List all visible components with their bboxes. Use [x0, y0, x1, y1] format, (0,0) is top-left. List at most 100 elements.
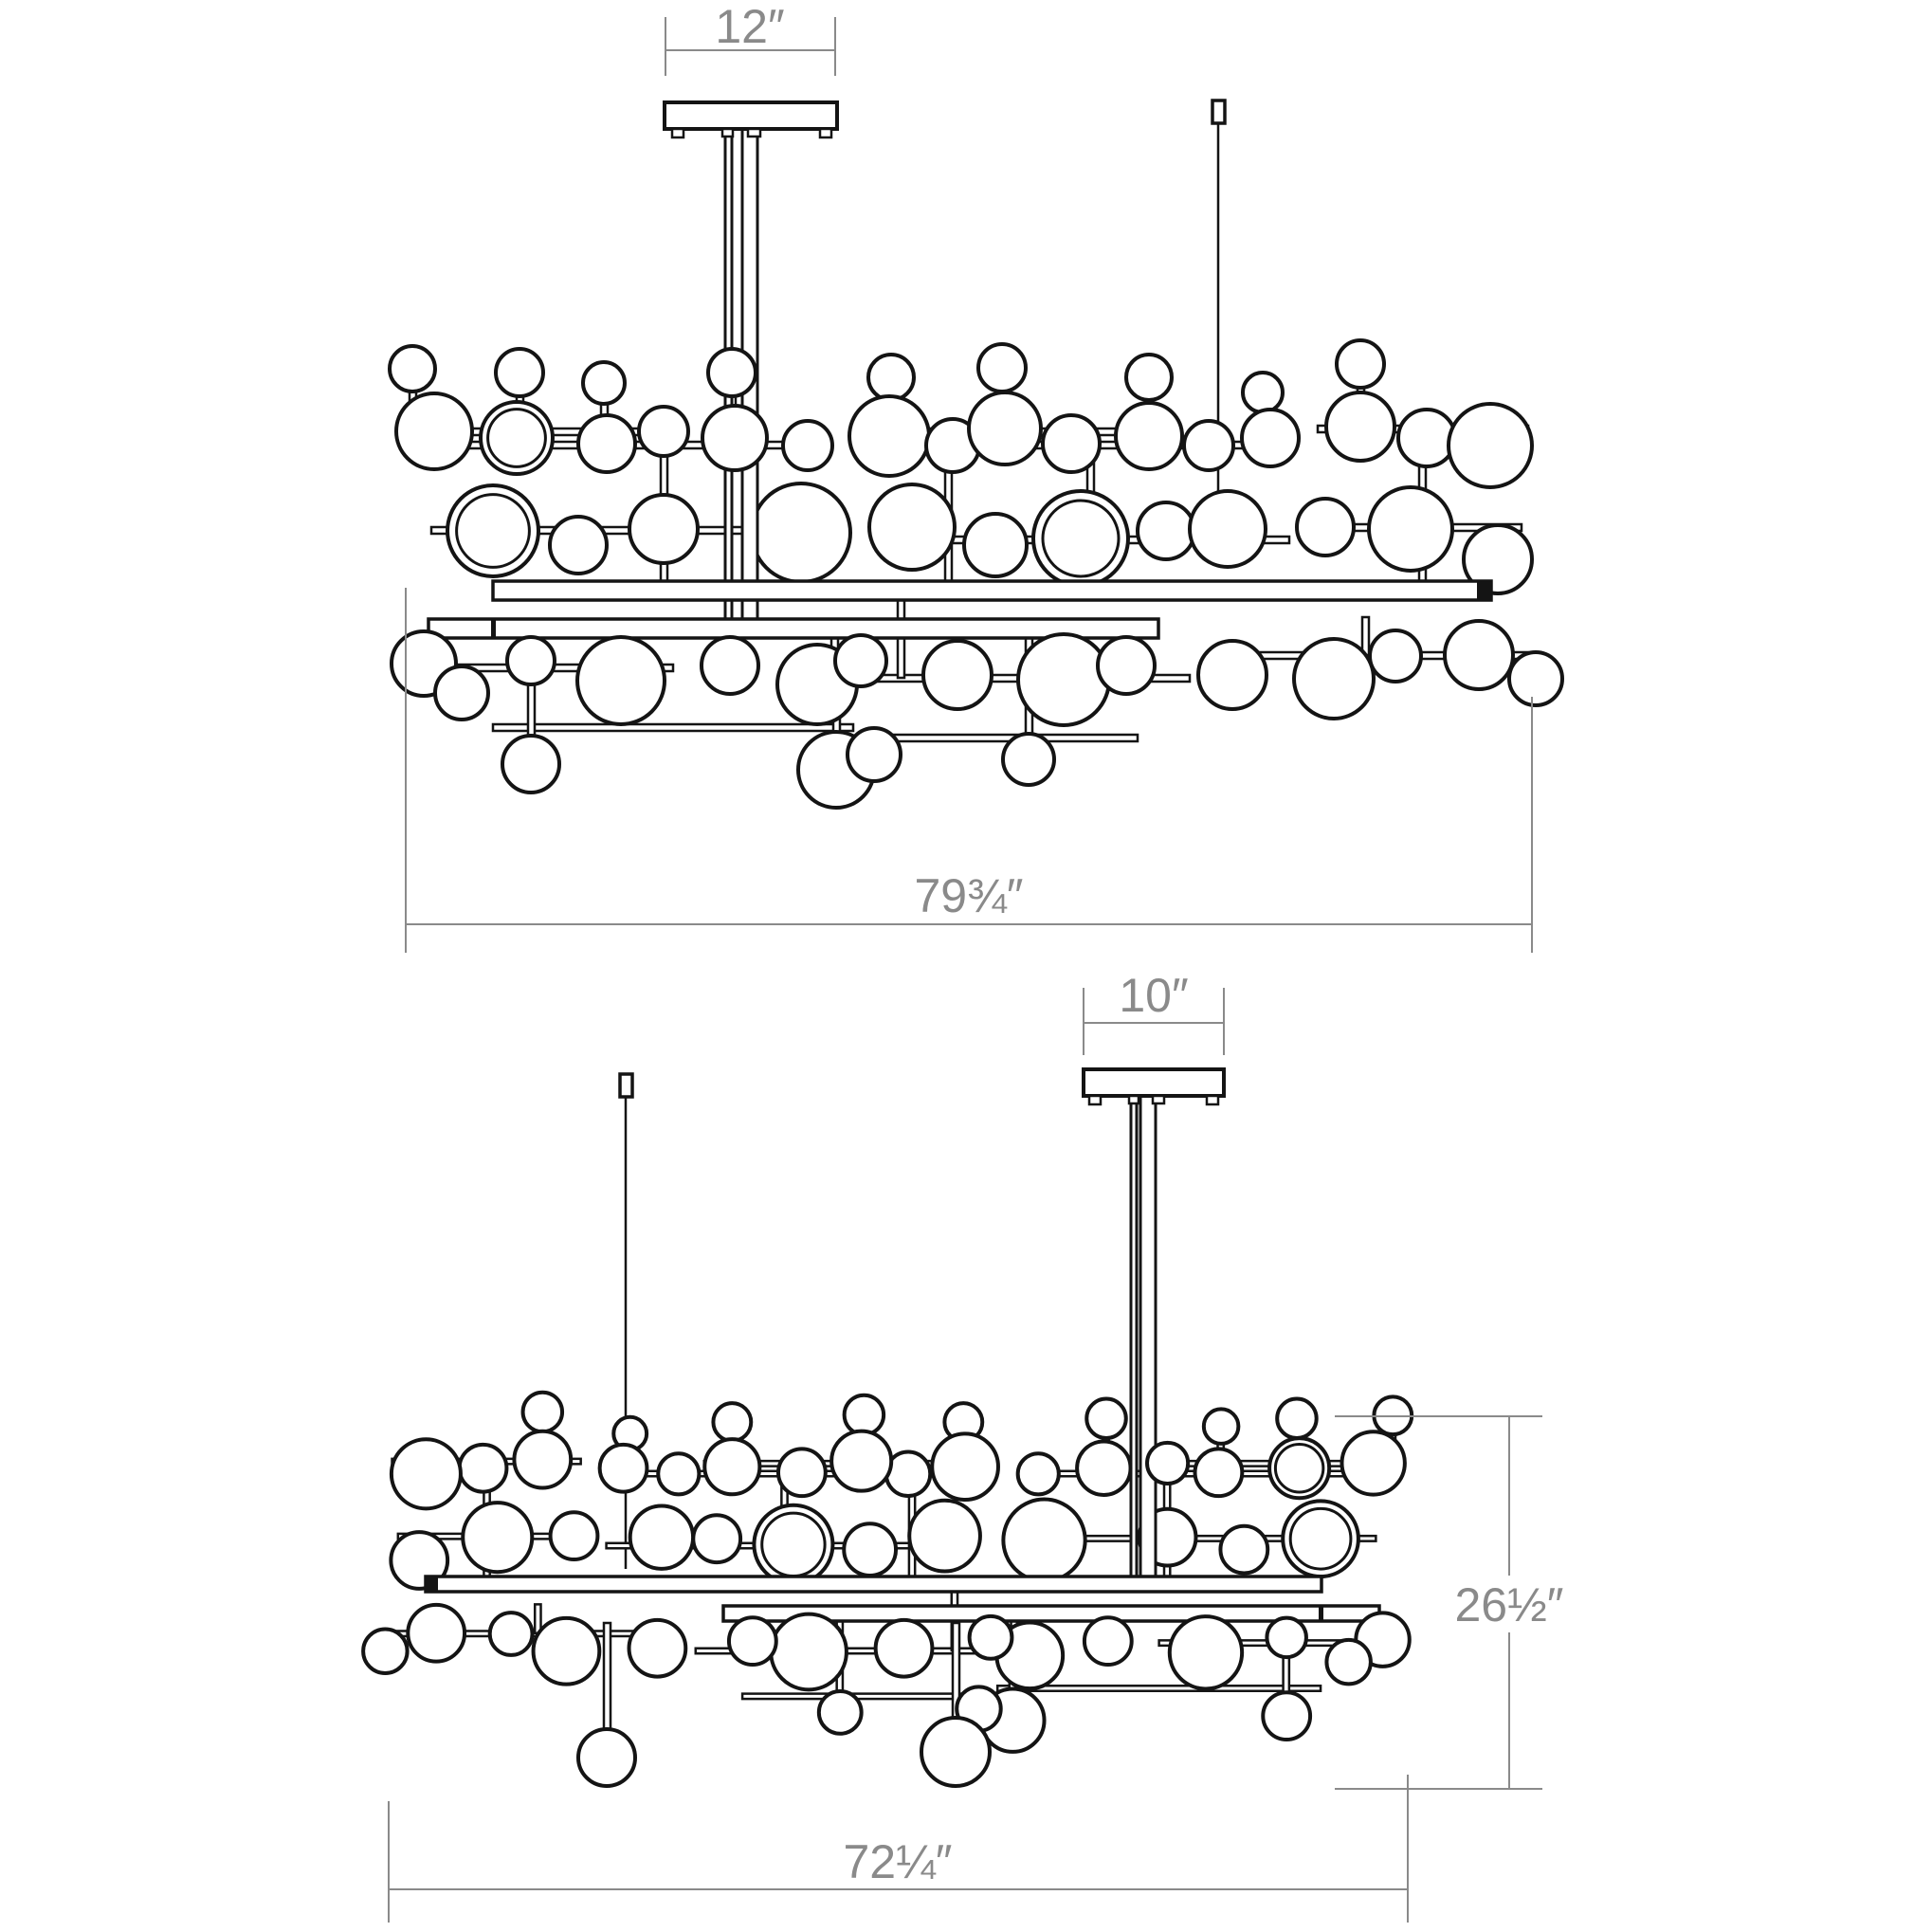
glass-globe [1145, 1440, 1191, 1485]
glass-globe [907, 1498, 982, 1574]
glass-globe [1096, 635, 1157, 696]
glass-globe [576, 413, 637, 474]
canopy-width-dim-label: 10″ [1119, 969, 1188, 1022]
glass-globe [1265, 1615, 1308, 1660]
glass-globe [1241, 371, 1285, 414]
glass-globe [873, 1617, 935, 1679]
canopy-foot [1127, 1094, 1140, 1105]
glass-globe [457, 1442, 509, 1494]
globe-inner-ring [455, 493, 531, 569]
canopy-foot [670, 127, 685, 139]
glass-globe [962, 512, 1029, 578]
glass-globe [848, 394, 931, 478]
glass-globe [1084, 1396, 1128, 1441]
horizontal-rail [491, 579, 1493, 602]
glass-globe [1340, 1430, 1407, 1497]
glass-globe [1335, 338, 1386, 390]
canopy-foot [818, 127, 833, 139]
cable-loop [618, 1072, 634, 1099]
glass-globe [976, 342, 1028, 393]
ceiling-canopy [663, 100, 839, 131]
glass-globe [628, 493, 700, 565]
glass-globe [1292, 637, 1376, 720]
canopy-width-dim-label: 12″ [715, 0, 784, 53]
rail-end-cap [1319, 1606, 1323, 1621]
glass-globe [548, 1510, 600, 1562]
glass-globe [701, 404, 769, 472]
glass-globe [628, 1504, 696, 1571]
globe-inner-ring [1288, 1506, 1353, 1571]
downrod-stem [1129, 1094, 1139, 1584]
glass-globe [487, 1611, 535, 1657]
glass-globe [1218, 1523, 1270, 1576]
glass-globe [1507, 650, 1564, 707]
glass-globe [967, 1613, 1014, 1661]
glass-globe [581, 360, 627, 406]
glass-globe [691, 1513, 743, 1565]
glass-globe [1114, 401, 1184, 471]
glass-globe [921, 639, 993, 711]
overall-height-dim-label: 26½″ [1454, 1578, 1563, 1631]
glass-globe [1275, 1396, 1319, 1441]
glass-globe [520, 1390, 565, 1434]
rail-end-cap [491, 619, 496, 638]
glass-globe [1167, 1614, 1245, 1691]
globe-inner-ring [1273, 1442, 1325, 1494]
glass-globe [1267, 1436, 1332, 1501]
glass-globe [816, 1688, 864, 1736]
glass-globe [1443, 619, 1515, 691]
glass-globe [1041, 413, 1102, 474]
branch-rod [995, 1684, 1322, 1692]
glass-globe [750, 482, 852, 584]
glass-globe [494, 347, 545, 398]
glass-globe [842, 1393, 886, 1437]
glass-globe [700, 635, 760, 696]
canopy-foot [746, 127, 762, 138]
glass-globe [711, 1401, 754, 1443]
glass-globe [1182, 419, 1235, 472]
glass-globe [575, 635, 666, 726]
glass-globe [656, 1451, 702, 1497]
rail-end-cap [426, 1577, 438, 1592]
canopy-foot [1205, 1094, 1220, 1106]
glass-globe [1136, 501, 1196, 561]
globe-inner-ring [486, 408, 547, 468]
downrod-stem [1139, 1094, 1157, 1584]
glass-globe [833, 633, 888, 688]
globe-inner-ring [1041, 499, 1121, 578]
rail-end-cap [1477, 581, 1491, 600]
glass-globe [501, 734, 561, 794]
glass-globe [1124, 353, 1174, 402]
glass-globe [1075, 1439, 1133, 1497]
glass-globe [1082, 1615, 1134, 1668]
glass-globe [461, 1501, 535, 1575]
glass-globe [433, 665, 490, 721]
ceiling-canopy [1082, 1067, 1226, 1098]
glass-globe [781, 419, 834, 472]
glass-globe [1447, 402, 1534, 489]
glass-globe [967, 391, 1043, 466]
glass-globe [1368, 629, 1423, 683]
glass-globe [576, 1727, 637, 1788]
glass-globe [706, 347, 757, 398]
glass-globe [389, 1437, 463, 1511]
glass-globe [1001, 1497, 1087, 1583]
horizontal-rail [424, 1575, 1323, 1594]
glass-globe [637, 405, 690, 458]
glass-globe [446, 483, 540, 578]
glass-globe [1016, 632, 1111, 727]
glass-globe [394, 392, 474, 471]
glass-globe [769, 1612, 848, 1692]
glass-globe [1367, 485, 1454, 573]
canopy-foot [720, 127, 735, 138]
glass-globe [531, 1615, 602, 1686]
overall-width-dim-label: 72¼″ [843, 1835, 952, 1888]
glass-globe [1281, 1499, 1360, 1579]
glass-globe [479, 400, 555, 476]
glass-globe [930, 1431, 1000, 1503]
glass-globe [1031, 489, 1130, 588]
glass-globe [867, 483, 957, 572]
glass-globe [597, 1442, 649, 1494]
glass-globe [775, 1447, 828, 1499]
